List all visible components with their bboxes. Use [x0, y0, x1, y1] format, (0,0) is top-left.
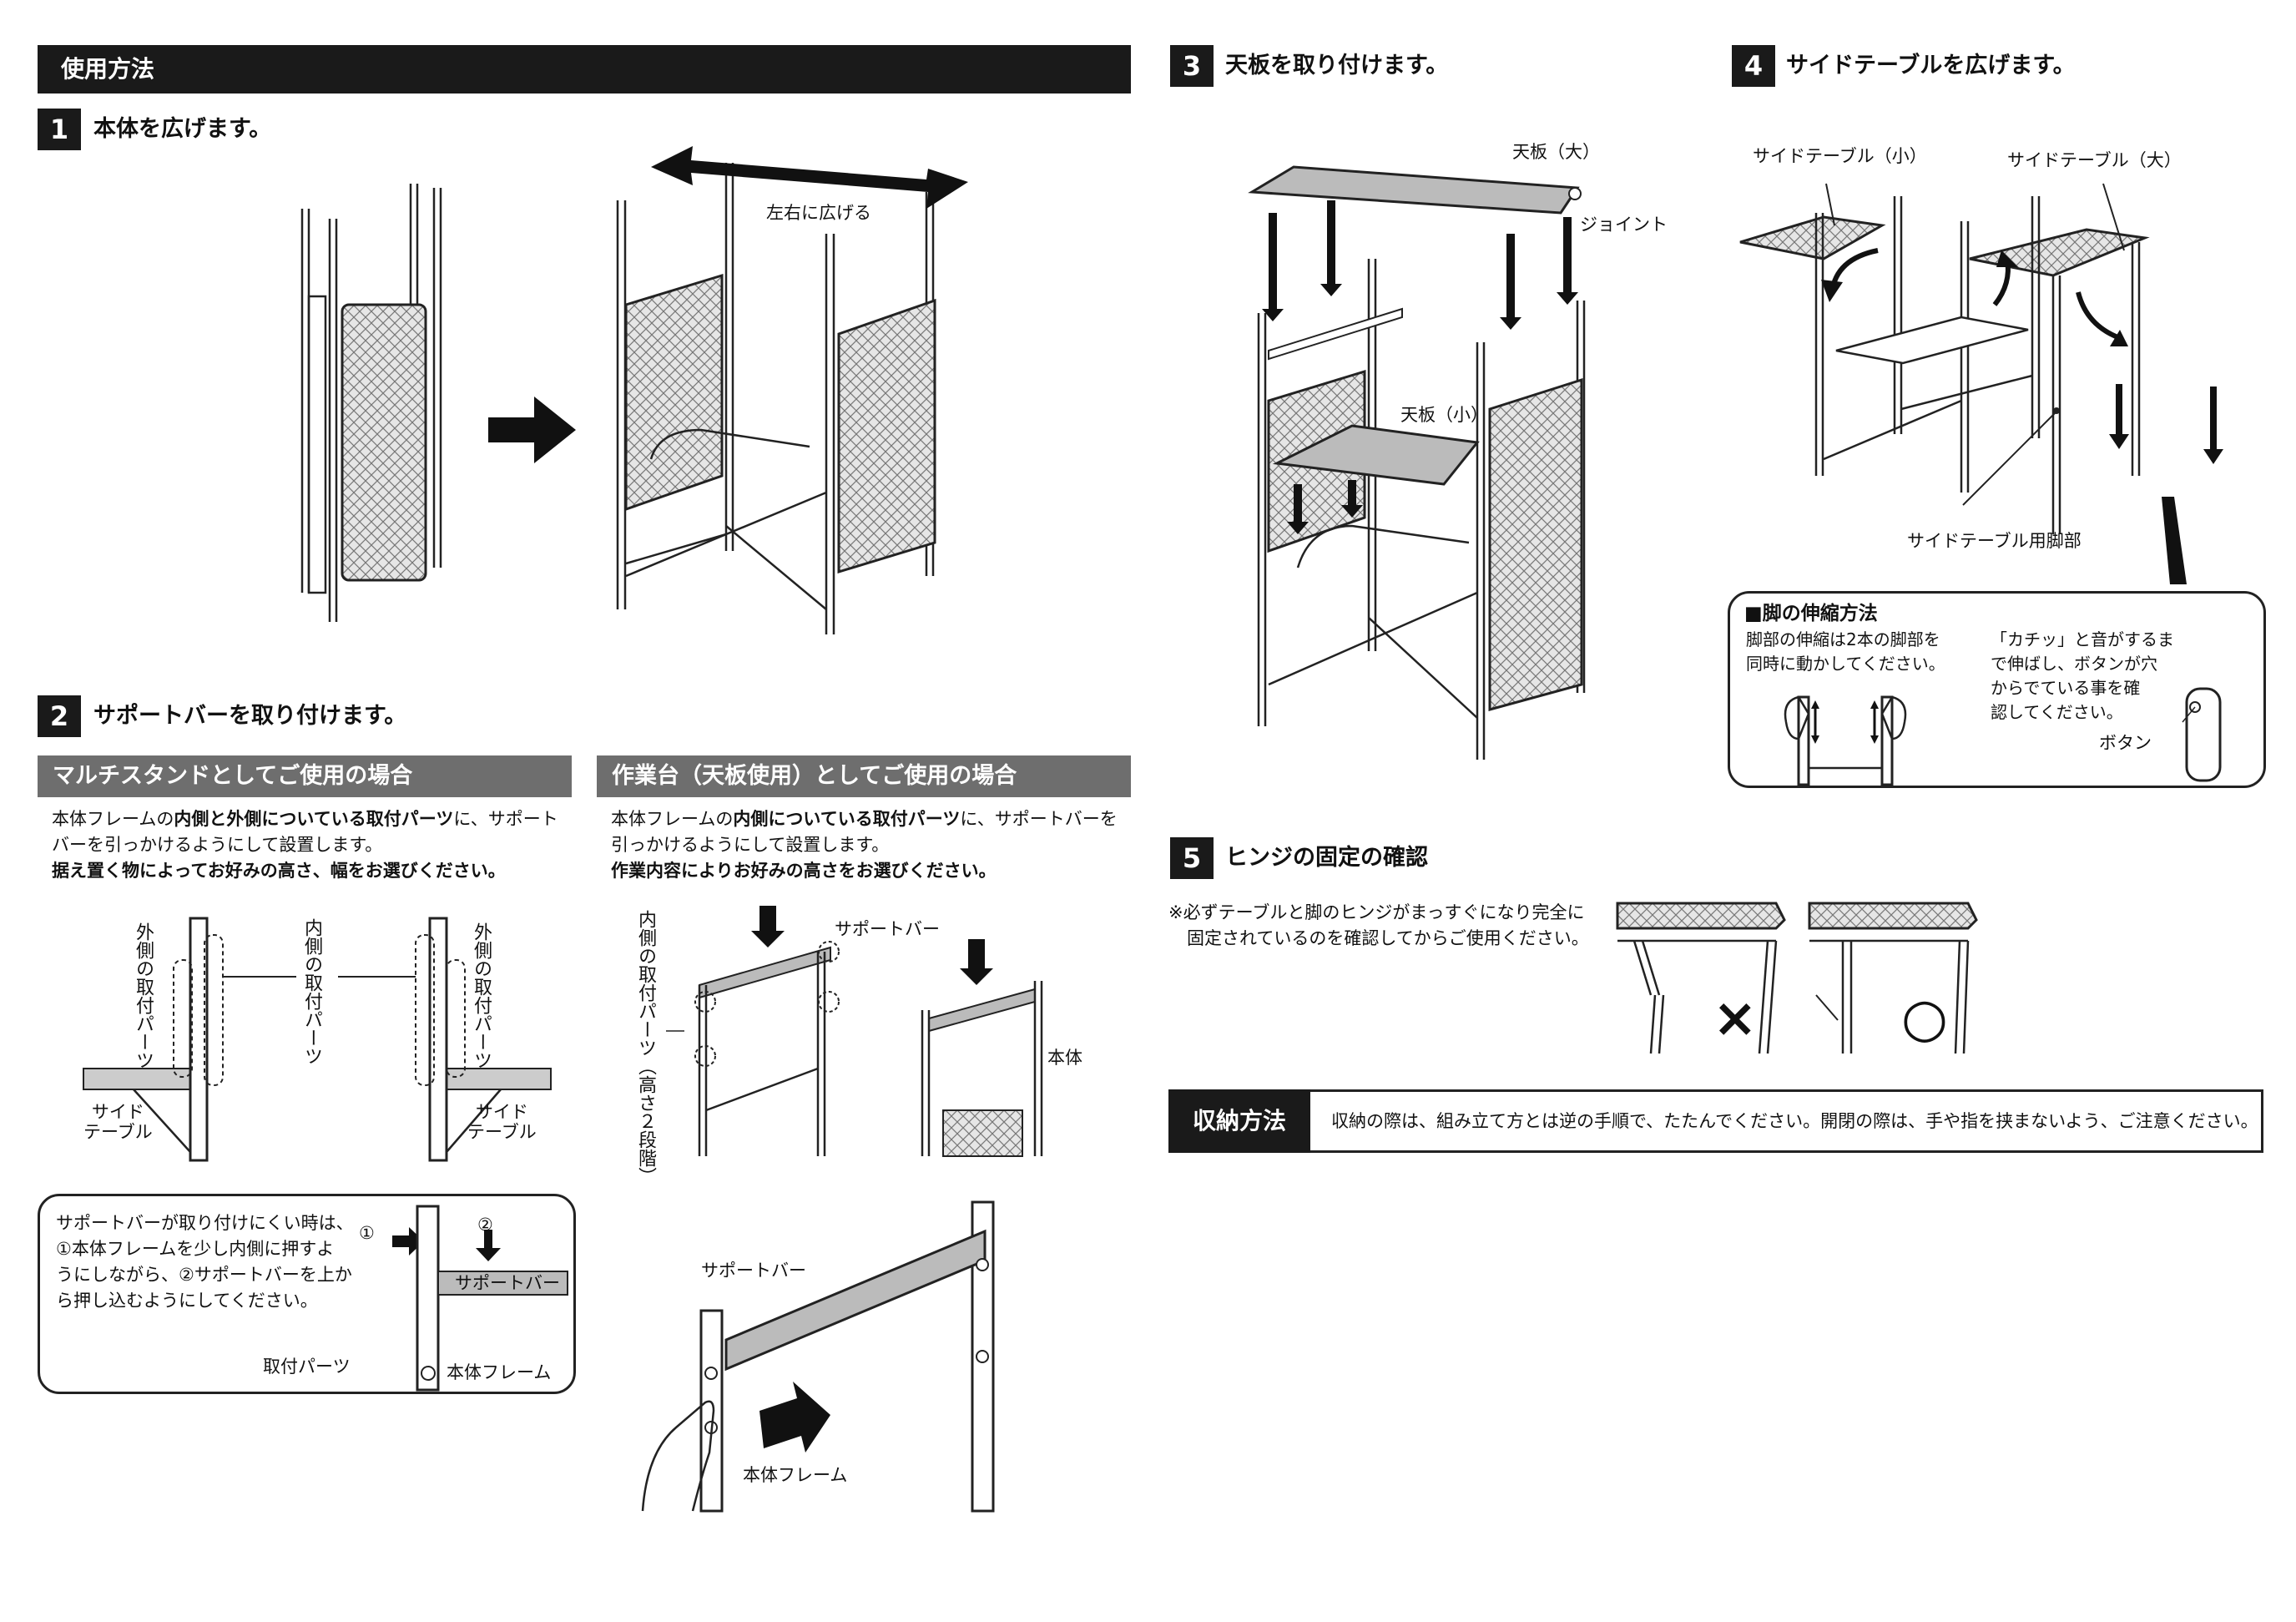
step5-note: ※必ずテーブルと脚のヒンジがまっすぐになり完全に固定されているのを確認してからご… — [1168, 902, 1589, 948]
leg-text-left: 脚部の伸縮は2本の脚部を同時に動かしてください。 — [1746, 629, 1945, 674]
storage-label: 収納方法 — [1168, 1089, 1310, 1153]
step3-label-small: 天板（小） — [1400, 405, 1488, 425]
step4-number: 4 — [1732, 45, 1775, 87]
step3-title: 天板を取り付けます。 — [1225, 53, 1449, 78]
multi-label-side-left: サイドテーブル — [83, 1102, 153, 1142]
step1-number: 1 — [38, 109, 81, 150]
step3-label-joint: ジョイント — [1580, 215, 1668, 235]
tip-box — [38, 1194, 576, 1394]
section-title: 使用方法 — [61, 55, 155, 83]
big-label-frame: 本体フレーム — [743, 1465, 848, 1485]
step1-label-spread: 左右に広げる — [766, 203, 871, 223]
tip-text: サポートバーが取り付けにくい時は、①本体フレームを少し内側に押すよ うにしながら… — [56, 1213, 354, 1311]
tip-illustration — [392, 1205, 568, 1392]
tip-mark-1: ① — [359, 1223, 375, 1243]
leg-extension-box — [1728, 591, 2266, 788]
leg-label-button: ボタン — [2099, 733, 2152, 753]
leg-illustration — [1784, 687, 2222, 786]
step5-number: 5 — [1170, 837, 1214, 879]
multi-label-outer-left: 外側の取付パーツ — [133, 922, 154, 1069]
multi-label-side-right: サイドテーブル — [467, 1102, 537, 1142]
workbench-label-bar: サポートバー — [835, 919, 940, 939]
step4-label-large: サイドテーブル（大） — [2007, 150, 2182, 170]
support-bar-illustration — [641, 1200, 995, 1513]
multi-label-outer-right: 外側の取付パーツ — [471, 922, 492, 1069]
step2-number: 2 — [38, 695, 81, 737]
step3-illustration — [1248, 165, 1586, 760]
step2-title: サポートバーを取り付けます。 — [93, 703, 407, 729]
step4-label-small: サイドテーブル（小） — [1753, 146, 1927, 166]
workbench-text: 本体フレームの内側についている取付パーツに、サポートバーを 引っかけるようにして… — [611, 809, 1118, 881]
hinge-ok-mark: ○ — [1901, 988, 1948, 1049]
step3-label-large: 天板（大） — [1512, 142, 1600, 162]
step4-title: サイドテーブルを広げます。 — [1786, 53, 2076, 78]
big-label-bar: サポートバー — [701, 1261, 806, 1281]
tip-label-bar: サポートバー — [455, 1273, 560, 1293]
storage-text: 収納の際は、組み立て方とは逆の手順で、たたんでください。開閉の際は、手や指を挟ま… — [1331, 1111, 2258, 1131]
hinge-ng-mark: × — [1713, 988, 1758, 1049]
workbench-heading: 作業台（天板使用）としてご使用の場合 — [597, 755, 1131, 797]
workbench-label-inner: 内側の取付パーツ（高さ２段階） — [635, 910, 656, 1185]
tip-mark-2: ② — [477, 1215, 493, 1235]
leg-text-right: 「カチッ」と音がするまで伸ばし、ボタンが穴 からでている事を確認してください。 — [1991, 629, 2174, 722]
multi-stand-illustration — [83, 917, 552, 1162]
multi-label-inner: 内側の取付パーツ — [301, 918, 322, 1065]
section-header: 使用方法 — [38, 45, 1131, 93]
step4-label-legs: サイドテーブル用脚部 — [1907, 531, 2082, 551]
hinge-ok-illustration — [1808, 902, 1978, 1054]
step4-illustration — [1739, 183, 2223, 584]
step5-title: ヒンジの固定の確認 — [1225, 845, 1428, 871]
step3-number: 3 — [1170, 45, 1214, 87]
multi-stand-text: 本体フレームの内側と外側についている取付パーツに、サポート バーを引っかけるよう… — [52, 809, 558, 881]
tip-label-parts: 取付パーツ — [263, 1357, 351, 1377]
hinge-ng-illustration — [1616, 902, 1786, 1054]
workbench-illustration — [666, 906, 1043, 1157]
multi-stand-heading: マルチスタンドとしてご使用の場合 — [38, 755, 572, 797]
workbench-label-body: 本体 — [1047, 1048, 1082, 1068]
step1-illustration — [300, 146, 968, 634]
step1-title: 本体を広げます。 — [93, 116, 272, 142]
tip-label-frame: 本体フレーム — [447, 1362, 552, 1382]
leg-heading: ■脚の伸縮方法 — [1744, 603, 1878, 624]
